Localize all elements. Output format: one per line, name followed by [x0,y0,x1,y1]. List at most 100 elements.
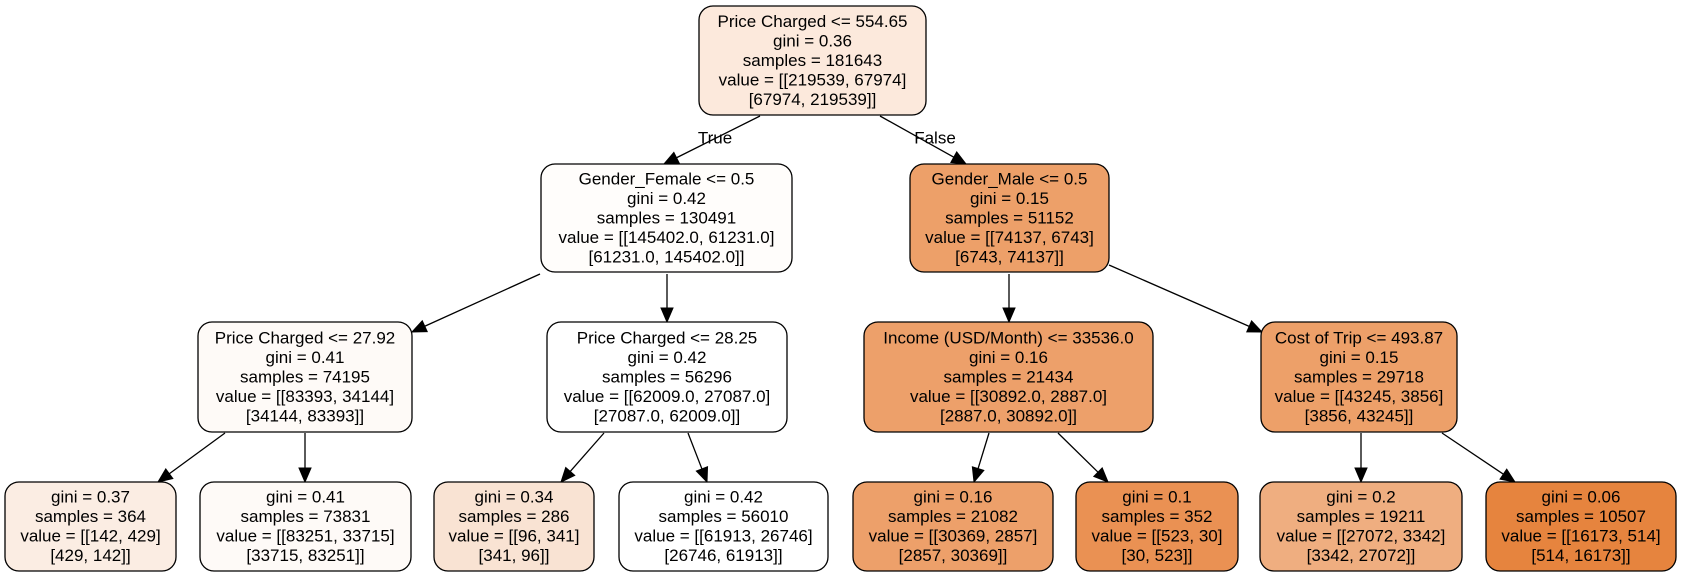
node-line: gini = 0.15 [1320,348,1399,367]
edge-line [569,432,605,472]
arrowhead-icon [950,151,968,165]
node-line: Gender_Male <= 0.5 [932,169,1088,188]
node-box [433,481,595,572]
arrowhead-icon [1354,467,1368,484]
node-box [909,163,1110,273]
node-line: value = [[523, 30] [1092,527,1223,546]
node-line: gini = 0.42 [627,189,706,208]
edge-line [168,432,226,475]
node-box [618,481,829,572]
node-line: samples = 29718 [1294,367,1424,386]
node-line: gini = 0.16 [969,348,1048,367]
edge-n6-n13 [1354,433,1368,484]
arrowhead-icon [410,319,428,333]
node-line: value = [[30369, 2857] [869,527,1038,546]
arrowhead-icon [1246,319,1264,333]
node-line: [26746, 61913]] [664,546,782,565]
edge-line [676,115,761,159]
node-line: samples = 10507 [1516,507,1646,526]
edge-line [1108,264,1250,327]
node-line: value = [[145402.0, 61231.0] [559,228,775,247]
node-line: samples = 286 [458,507,569,526]
node-box [1260,321,1458,433]
node-line: Price Charged <= 554.65 [718,12,908,31]
node-box [4,481,177,572]
node-line: gini = 0.16 [914,488,993,507]
arrowhead-icon [560,466,576,483]
edge-n3-n8 [298,433,312,484]
node-line: samples = 73831 [241,507,371,526]
node-line: gini = 0.1 [1122,488,1191,507]
node-line: gini = 0.15 [970,189,1049,208]
node-line: value = [[43245, 3856] [1275,387,1444,406]
node-box [546,321,788,433]
node-line: gini = 0.42 [628,348,707,367]
node-line: gini = 0.36 [773,31,852,50]
edge-line [879,115,955,158]
node-line: [34144, 83393]] [246,406,364,425]
edge-n4-n9 [560,432,605,483]
node-line: [67974, 219539]] [749,90,877,109]
node-line: samples = 181643 [743,51,882,70]
node-line: [61231.0, 145402.0]] [589,247,745,266]
tree-edges: True False [156,115,1517,484]
node-box [1485,481,1677,572]
node-line: gini = 0.41 [266,488,345,507]
arrowhead-icon [1092,467,1109,483]
node-line: value = [[27072, 3342] [1277,527,1446,546]
edge-n4-n10 [687,432,709,484]
edge-n5-n12 [1057,432,1109,483]
node-line: Cost of Trip <= 493.87 [1275,328,1443,347]
node-line: Price Charged <= 27.92 [215,328,396,347]
node-line: [2857, 30369]] [899,546,1008,565]
arrowhead-icon [662,151,680,165]
node-line: value = [[16173, 514] [1501,527,1660,546]
edge-line [1057,432,1099,473]
node-line: [6743, 74137]] [955,247,1064,266]
arrowhead-icon [156,467,174,483]
edge-line [424,273,541,327]
node-line: gini = 0.06 [1542,488,1621,507]
node-line: value = [[142, 429] [20,527,160,546]
node-line: value = [[30892.0, 2887.0] [910,387,1107,406]
node-line: [514, 16173]] [1531,546,1630,565]
node-line: [2887.0, 30892.0]] [940,406,1077,425]
node-line: samples = 56010 [659,507,789,526]
arrowhead-icon [660,307,674,324]
edge-label-false: False [914,128,956,147]
node-line: value = [[219539, 67974] [719,70,907,89]
node-line: [33715, 83251]] [246,546,364,565]
arrowhead-icon [695,466,709,484]
node-box [863,321,1154,433]
node-line: [27087.0, 62009.0]] [594,406,741,425]
edge-n0-n1: True [662,115,761,165]
arrowhead-icon [1499,468,1517,483]
node-line: samples = 51152 [945,208,1074,227]
edge-line [1441,432,1504,475]
edge-n2-n5 [1002,274,1016,324]
edge-n1-n4 [660,274,674,324]
node-line: samples = 19211 [1297,507,1426,526]
node-line: gini = 0.34 [475,488,554,507]
node-line: samples = 130491 [597,208,736,227]
node-line: [3856, 43245]] [1305,406,1414,425]
node-line: [3342, 27072]] [1307,546,1416,565]
node-box [197,321,413,433]
node-box [1259,481,1463,572]
node-line: samples = 21082 [888,507,1018,526]
edge-n5-n11 [971,432,990,484]
